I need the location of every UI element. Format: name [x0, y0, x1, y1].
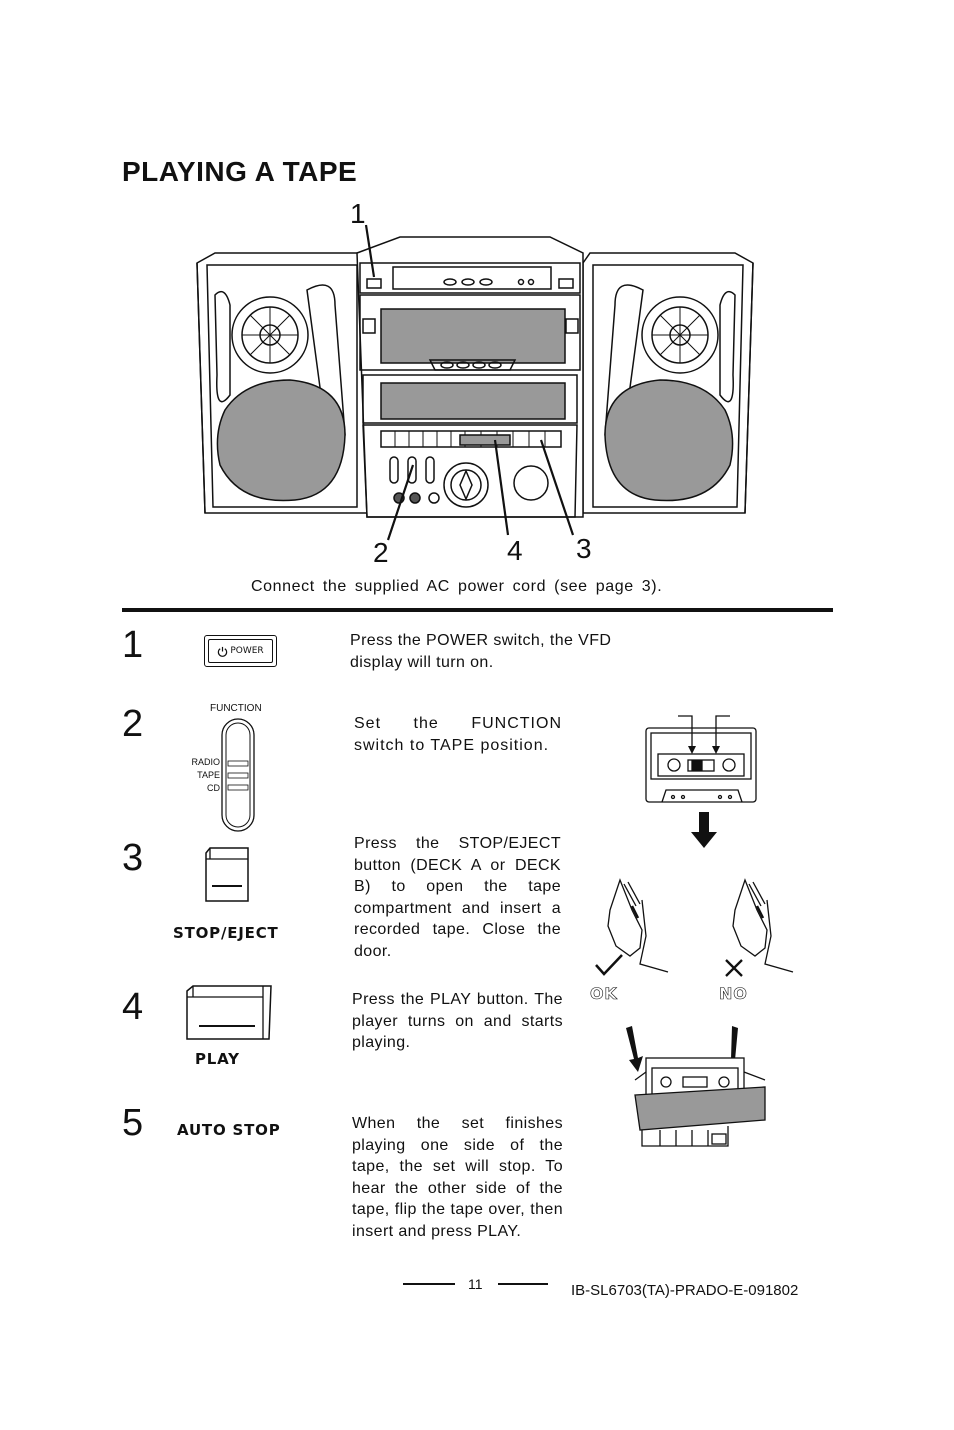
power-icon: [218, 646, 228, 657]
document-code: IB-SL6703(TA)-PRADO-E-091802: [571, 1282, 799, 1299]
callout-1: 1: [350, 198, 366, 229]
step-5-text: When the set finishes playing one side o…: [352, 1115, 563, 1240]
step-number: 3: [122, 837, 144, 879]
function-label: FUNCTION: [210, 703, 262, 714]
step-number: 5: [122, 1102, 144, 1144]
step-number: 2: [122, 703, 144, 745]
stop-eject-label: STOP/EJECT: [173, 924, 279, 942]
play-label: PLAY: [195, 1050, 240, 1068]
function-switch-illustration: [221, 718, 255, 832]
ok-label: OK: [590, 984, 618, 1004]
stereo-system-illustration: [196, 224, 754, 541]
down-arrow-icon: [691, 812, 717, 848]
function-position-cd: CD: [207, 783, 220, 793]
callout-2: 2: [373, 537, 389, 568]
cross-icon: [725, 959, 743, 977]
footer-rule-left: [403, 1283, 455, 1285]
play-button-illustration: [186, 985, 272, 1040]
step-1-text: Press the POWER switch, the VFD display …: [350, 632, 612, 671]
no-label: NO: [719, 984, 748, 1004]
divider: [122, 608, 833, 612]
power-button-illustration: POWER: [204, 635, 277, 667]
caption: Connect the supplied AC power cord (see …: [251, 578, 663, 595]
step-2-text: Set the FUNCTION switch to TAPE position…: [354, 715, 562, 754]
power-button-label: POWER: [230, 646, 264, 656]
page-number: 11: [468, 1276, 483, 1292]
footer-rule-right: [498, 1283, 548, 1285]
callout-4: 4: [507, 535, 523, 566]
step-number: 1: [122, 624, 144, 666]
check-icon: [595, 954, 623, 976]
auto-stop-label: AUTO STOP: [177, 1121, 281, 1139]
page-title: PLAYING A TAPE: [122, 156, 358, 187]
step-3-text: Press the STOP/EJECT button (DECK A or D…: [354, 835, 561, 960]
step-4-text: Press the PLAY button. The player turns …: [352, 991, 563, 1051]
callout-3: 3: [576, 533, 592, 564]
function-position-tape: TAPE: [197, 770, 220, 780]
stop-eject-button-illustration: [205, 847, 249, 902]
function-position-radio: RADIO: [191, 757, 220, 767]
tape-insertion-diagram: [595, 715, 794, 1147]
step-number: 4: [122, 986, 144, 1028]
